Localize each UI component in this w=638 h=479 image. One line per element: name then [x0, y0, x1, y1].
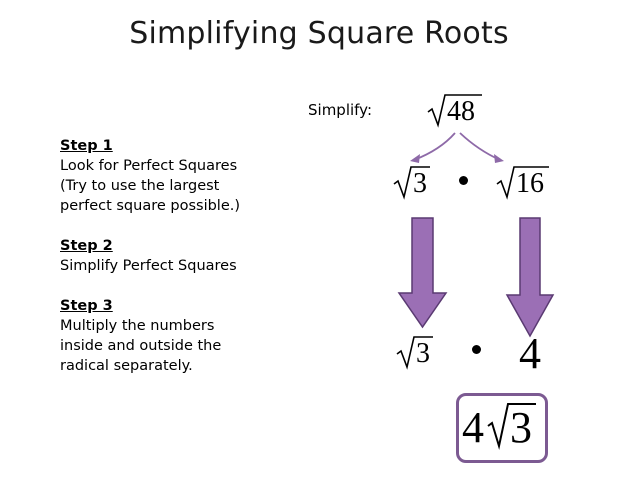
slide-title: Simplifying Square Roots	[129, 16, 509, 51]
radicand-3-top: 3	[413, 168, 427, 199]
radical-3-top: 3	[393, 166, 434, 200]
steps-list: Step 1 Look for Perfect Squares (Try to …	[60, 136, 240, 396]
multiply-dot-top	[459, 176, 468, 185]
step-1-line: perfect square possible.)	[60, 198, 241, 214]
answer-box	[456, 393, 548, 463]
step-2-heading: Step 2	[60, 238, 113, 254]
answer-coefficient: 4	[462, 403, 484, 452]
radicand-48: 48	[447, 96, 475, 127]
step-1: Step 1 Look for Perfect Squares (Try to …	[60, 136, 240, 216]
step-2-line: Simplify Perfect Squares	[60, 258, 237, 274]
split-arrow-left	[413, 132, 456, 161]
radical-3-bottom: 3	[396, 336, 437, 370]
radical-sign-icon	[496, 166, 549, 200]
step-2: Step 2 Simplify Perfect Squares	[60, 236, 240, 276]
down-arrow-right	[505, 217, 555, 338]
step-1-line: Look for Perfect Squares	[60, 158, 238, 174]
radical-sign-icon	[487, 403, 536, 450]
radical-sign-icon	[427, 94, 482, 128]
answer-radicand: 3	[510, 403, 532, 452]
radical-16: 16	[496, 166, 551, 200]
step-3: Step 3 Multiply the numbers inside and o…	[60, 296, 240, 376]
radicand-16: 16	[516, 168, 544, 199]
multiply-dot-bottom	[472, 345, 481, 354]
radicand-3-bottom: 3	[416, 338, 430, 369]
step-1-line: (Try to use the largest	[60, 178, 220, 194]
step-3-line: inside and outside the	[60, 338, 222, 354]
simplify-label: Simplify:	[308, 101, 373, 119]
radical-sign-icon	[393, 166, 430, 200]
split-arrow-right-head	[494, 154, 504, 163]
step-3-heading: Step 3	[60, 298, 113, 314]
radical-sign-icon	[396, 336, 433, 370]
simplified-four: 4	[519, 329, 541, 378]
down-arrow-left	[397, 217, 448, 329]
split-arrow-right	[459, 132, 501, 161]
step-1-heading: Step 1	[60, 138, 113, 154]
radical-48: 48	[427, 94, 482, 128]
step-3-line: radical separately.	[60, 358, 193, 374]
split-arrow-left-head	[410, 154, 420, 163]
step-3-line: Multiply the numbers	[60, 318, 215, 334]
answer-expression: 4 3	[462, 398, 542, 452]
